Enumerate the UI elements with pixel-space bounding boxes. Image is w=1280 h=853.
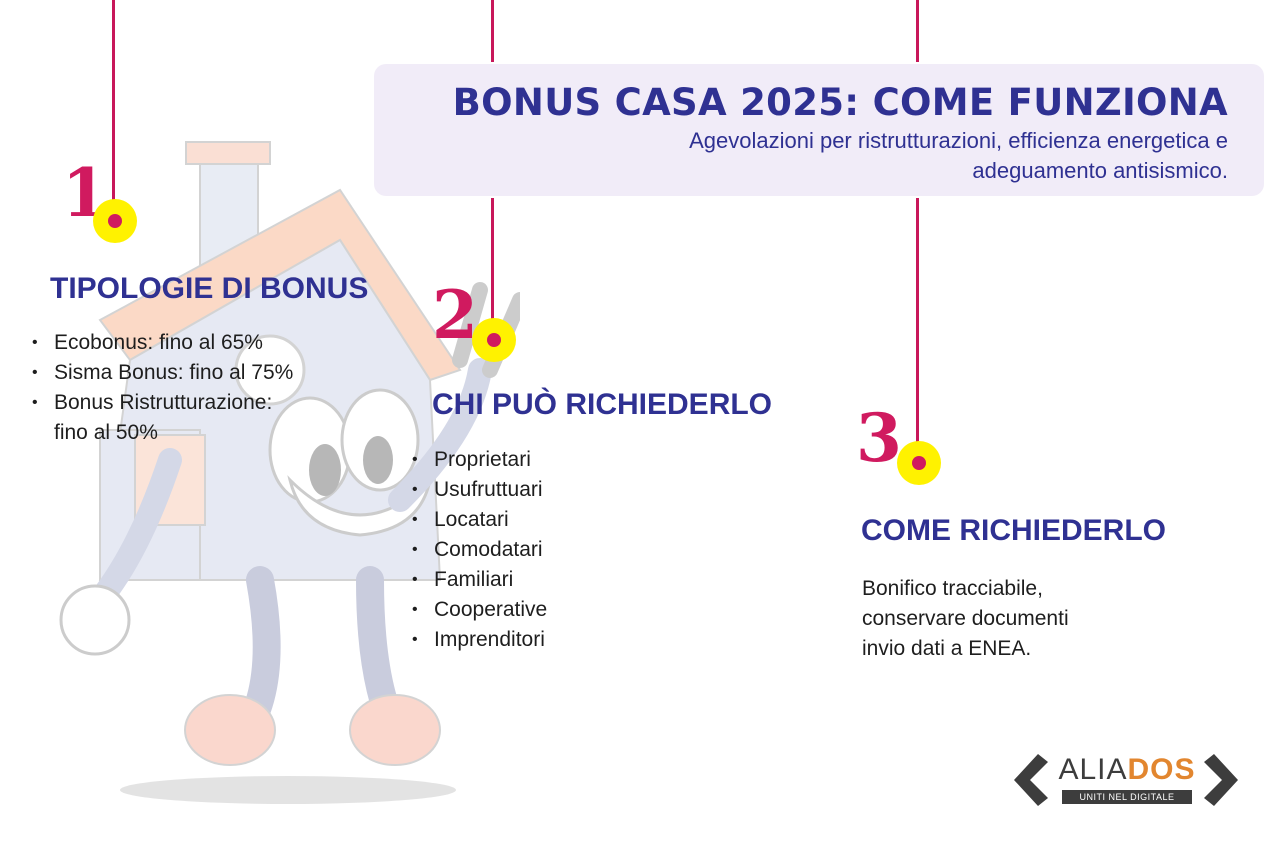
chevron-left-icon bbox=[1014, 754, 1048, 806]
logo-wordmark: ALIADOS bbox=[1052, 752, 1202, 788]
page-subtitle-line-1: Agevolazioni per ristrutturazioni, effic… bbox=[689, 128, 1228, 153]
list-item-continuation: fino al 50% bbox=[54, 421, 158, 444]
list-item: Sisma Bonus: fino al 75% bbox=[32, 358, 293, 388]
connector-line-3-lower bbox=[916, 198, 919, 443]
list-item: Comodatari bbox=[412, 535, 547, 565]
page-subtitle-line-2: adeguamento antisismico. bbox=[972, 158, 1228, 183]
how-to-text: Bonifico tracciabile, conservare documen… bbox=[862, 574, 1069, 664]
how-to-line: conservare documenti bbox=[862, 607, 1069, 630]
aliados-logo: ALIADOS UNITI NEL DIGITALE bbox=[1014, 752, 1238, 810]
step-number-3: 3 bbox=[856, 399, 902, 477]
section-heading-tipologie: TIPOLOGIE DI BONUS bbox=[50, 272, 369, 305]
list-item: Imprenditori bbox=[412, 625, 547, 655]
step-dot-1 bbox=[93, 199, 137, 243]
step-dot-3 bbox=[897, 441, 941, 485]
page-title: BONUS CASA 2025: COME FUNZIONA bbox=[452, 81, 1228, 124]
chevron-right-icon bbox=[1204, 754, 1238, 806]
bonus-type-list: Ecobonus: fino al 65% Sisma Bonus: fino … bbox=[32, 328, 293, 448]
list-item: Locatari bbox=[412, 505, 547, 535]
header-box: BONUS CASA 2025: COME FUNZIONA Agevolazi… bbox=[374, 64, 1264, 196]
how-to-line: invio dati a ENEA. bbox=[862, 637, 1032, 660]
connector-line-3 bbox=[916, 0, 919, 62]
logo-wordmark-part1: ALIA bbox=[1058, 753, 1128, 786]
logo-tagline: UNITI NEL DIGITALE bbox=[1062, 790, 1192, 804]
logo-wordmark-part2: DOS bbox=[1127, 753, 1196, 786]
connector-line-2 bbox=[491, 0, 494, 62]
section-heading-chi: CHI PUÒ RICHIEDERLO bbox=[432, 388, 773, 421]
step-number-2: 2 bbox=[432, 276, 478, 354]
section-heading-come: COME RICHIEDERLO bbox=[861, 514, 1167, 547]
step-dot-2 bbox=[472, 318, 516, 362]
how-to-line: Bonifico tracciabile, bbox=[862, 577, 1043, 600]
list-item: Usufruttuari bbox=[412, 475, 547, 505]
connector-line-2-lower bbox=[491, 198, 494, 320]
list-item: Proprietari bbox=[412, 445, 547, 475]
list-item: Ecobonus: fino al 65% bbox=[32, 328, 293, 358]
list-item: Cooperative bbox=[412, 595, 547, 625]
eligible-list: Proprietari Usufruttuari Locatari Comoda… bbox=[412, 445, 547, 655]
list-item: Familiari bbox=[412, 565, 547, 595]
list-item: Bonus Ristrutturazione: bbox=[32, 388, 293, 418]
connector-line-1 bbox=[112, 0, 115, 200]
